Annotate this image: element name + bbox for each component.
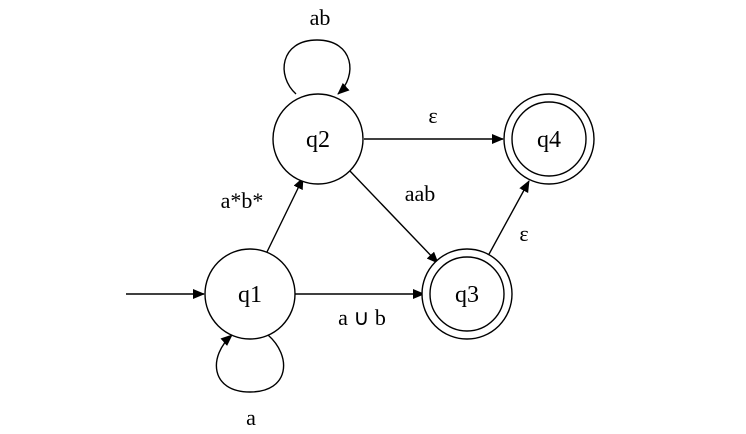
edge-label-q2-q3: aab [405,181,436,206]
edge-label-q3-q4: ε [519,221,528,246]
edge-q1-q2 [265,177,304,255]
state-label-q1: q1 [238,282,262,308]
edge-label-q2-q4: ε [428,103,437,128]
state-label-q3: q3 [455,282,479,308]
self-loop-q2 [283,39,351,95]
edge-label-q2-q2: ab [310,5,331,30]
edge-label-q1-q1: a [246,405,256,430]
state-label-q2: q2 [306,127,330,153]
edge-q3-q4 [487,180,530,257]
state-q1[interactable]: q1 [204,248,296,340]
accepting-ring-q4 [511,101,587,177]
state-q3[interactable]: q3 [421,248,513,340]
self-loop-q1 [215,334,285,393]
state-label-q4: q4 [537,127,561,153]
state-q4[interactable]: q4 [503,93,595,185]
edge-label-q1-q3: a ∪ b [338,305,386,330]
edge-label-q1-q2: a*b* [221,188,264,213]
edge-q2-q3 [348,169,439,264]
state-q2[interactable]: q2 [272,93,364,185]
accepting-ring-q3 [429,256,505,332]
